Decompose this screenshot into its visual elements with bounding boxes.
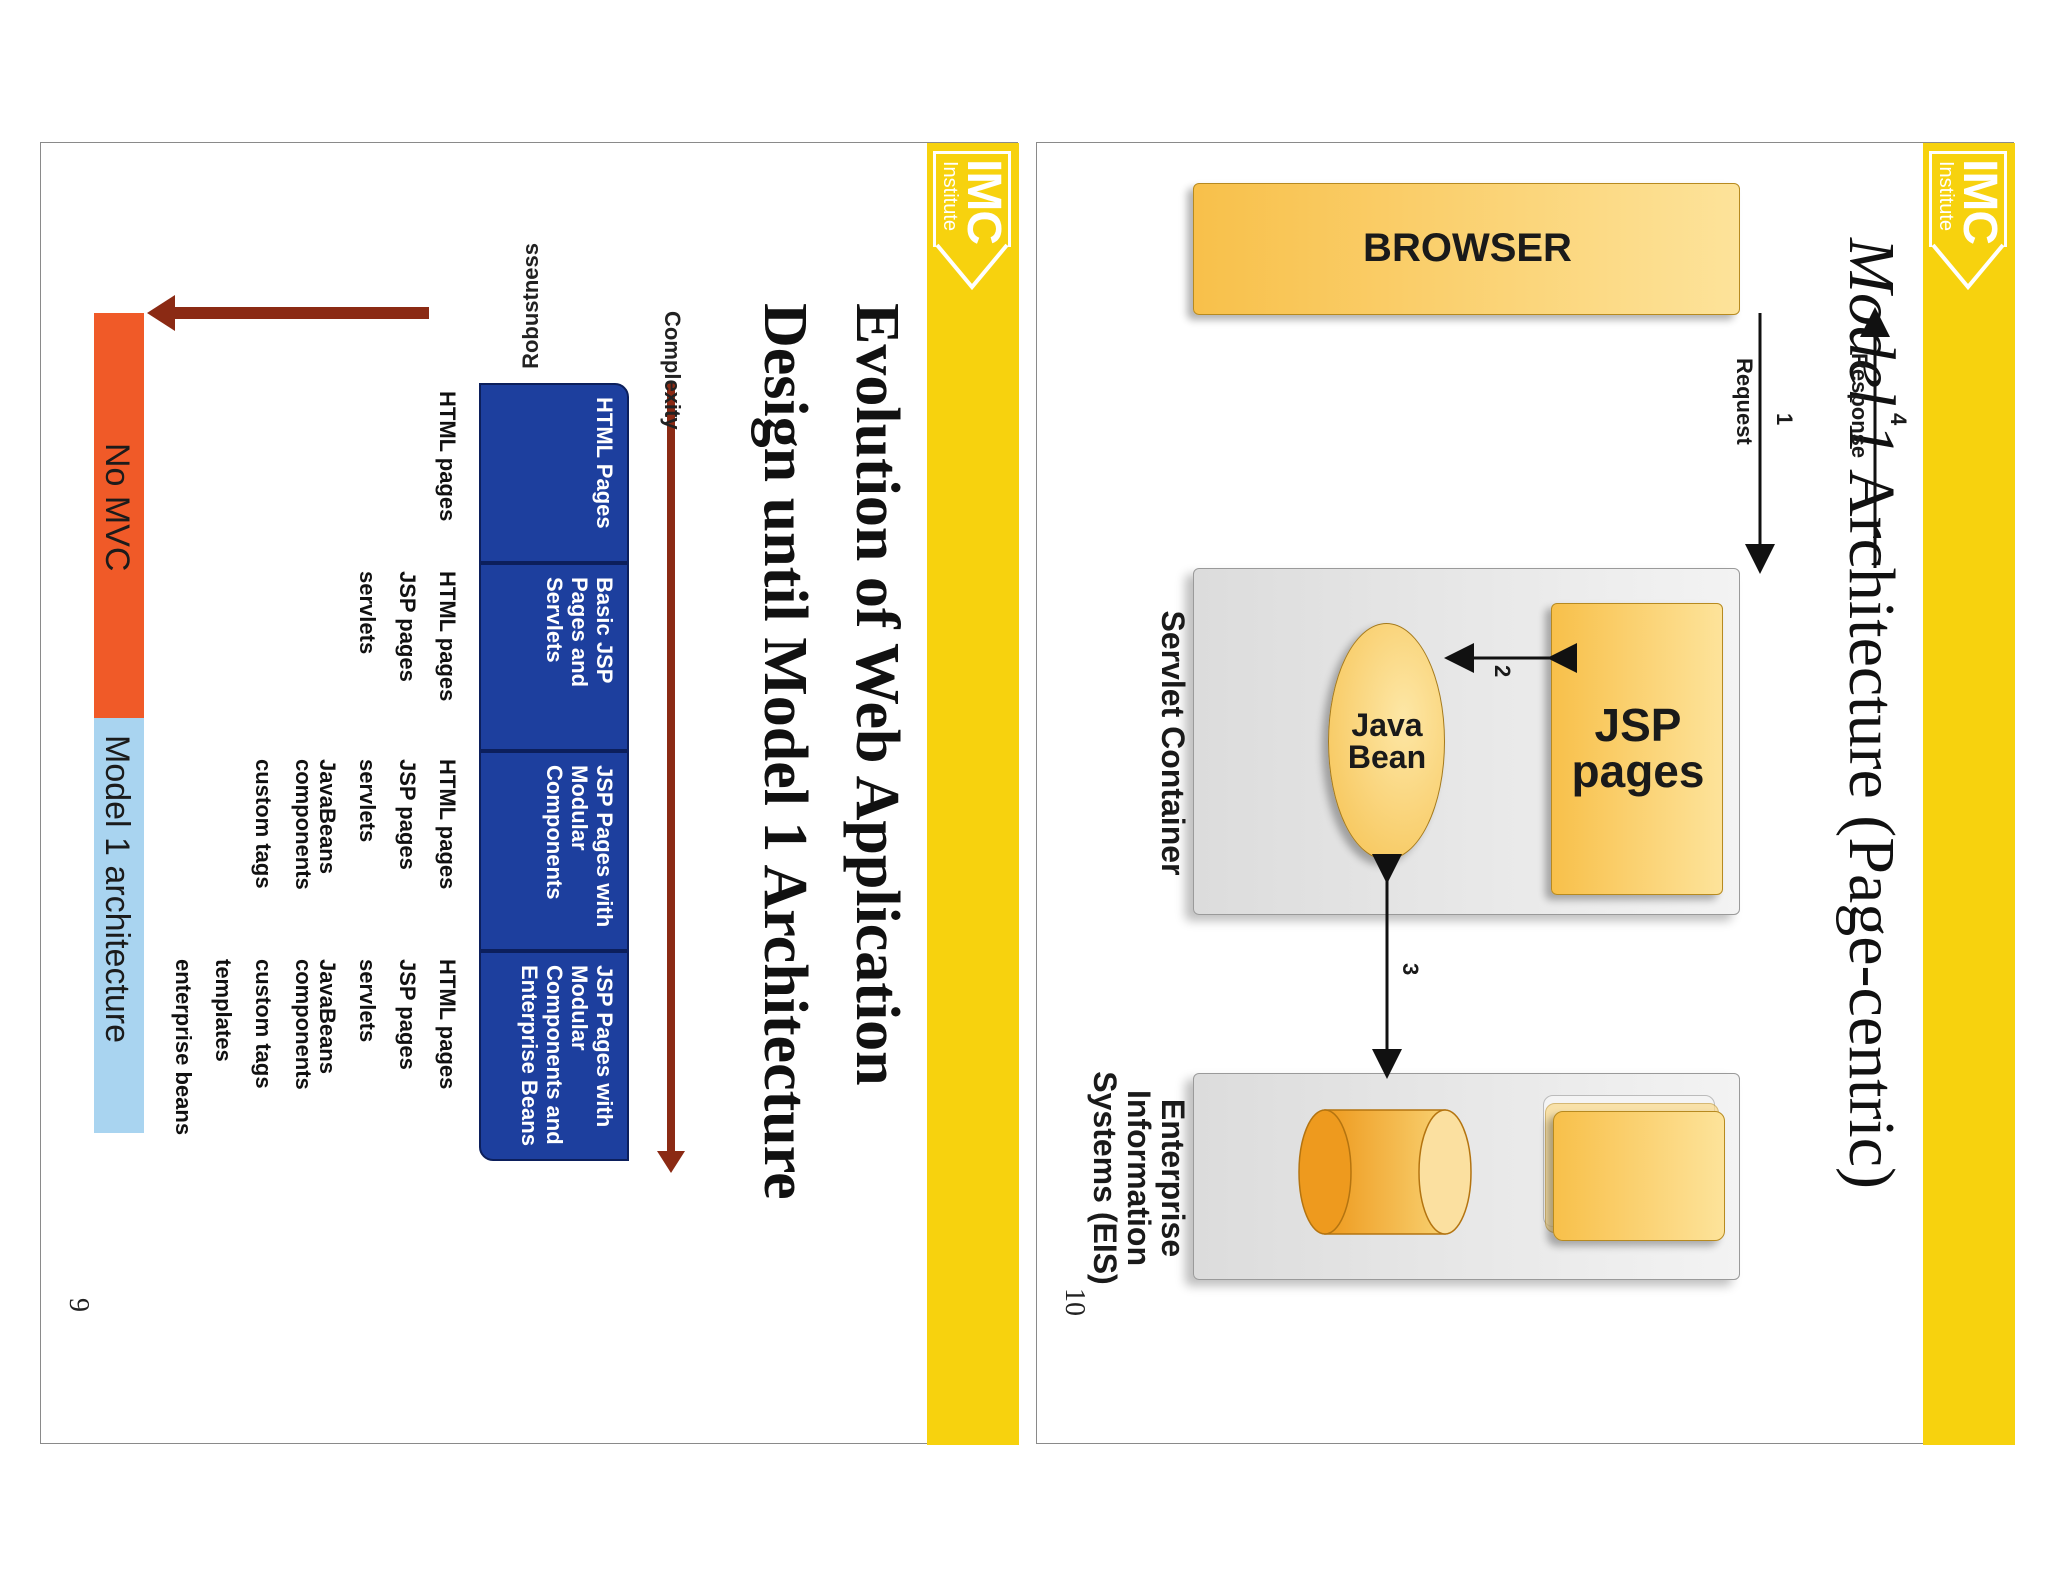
page-number: 9 <box>63 1298 94 1312</box>
response-label: Response <box>1847 353 1872 459</box>
step-2-number: 2 <box>1490 665 1515 678</box>
eis-label: Enterprise Information Systems (EIS) <box>1087 1071 1191 1285</box>
list-item: HTML pages <box>435 571 460 702</box>
slide-10: IMC Institute Model 1 Architecture (Page… <box>1036 142 2015 1445</box>
page-number: 10 <box>1059 1288 1090 1316</box>
list-item: JavaBeans components <box>291 759 340 890</box>
list-item: JavaBeans components <box>291 959 340 1090</box>
imc-logo: IMC Institute <box>1929 151 2007 291</box>
column-items-4: HTML pages JSP pages servlets JavaBeans … <box>155 959 460 1159</box>
slide-9-canvas: IMC Institute Evolution of Web Applicati… <box>41 143 1019 1445</box>
complexity-arrow-head <box>657 1151 685 1173</box>
list-item: HTML pages <box>435 759 460 890</box>
robustness-arrow-head <box>147 295 175 331</box>
no-mvc-label: No MVC <box>98 443 136 572</box>
slide-9: IMC Institute Evolution of Web Applicati… <box>40 142 1019 1445</box>
list-item: servlets <box>355 959 380 1043</box>
request-label: Request <box>1732 358 1757 445</box>
column-header-1: HTML Pages <box>479 383 629 563</box>
imc-logo: IMC Institute <box>933 151 1011 291</box>
complexity-label: Complexity <box>660 311 685 430</box>
list-item: templates <box>211 959 236 1062</box>
model1-label: Model 1 architecture <box>98 735 136 1044</box>
list-item: JSP pages <box>395 959 420 1070</box>
servlet-container-label: Servlet Container <box>1155 610 1191 876</box>
list-item: HTML pages <box>435 391 460 522</box>
list-item: enterprise beans <box>171 959 196 1136</box>
robustness-label: Robustness <box>518 243 543 369</box>
column-items-2: HTML pages JSP pages servlets <box>339 571 460 702</box>
column-header-3: JSP Pages with Modular Components <box>479 751 629 951</box>
database-icon <box>1298 1109 1472 1235</box>
column-items-3: HTML pages JSP pages servlets JavaBeans … <box>235 759 460 939</box>
step-3-number: 3 <box>1398 963 1423 976</box>
list-item: HTML pages <box>435 959 460 1090</box>
response-number: 4 <box>1886 413 1911 426</box>
list-item: JSP pages <box>395 759 420 870</box>
slide-10-canvas: IMC Institute Model 1 Architecture (Page… <box>1037 143 2015 1445</box>
column-header-4: JSP Pages with Modular Components and En… <box>479 951 629 1161</box>
column-items-1: HTML pages <box>419 391 460 522</box>
list-item: custom tags <box>251 759 276 889</box>
connector-arrows <box>1372 307 1890 1079</box>
column-header-2: Basic JSP Pages and Servlets <box>479 563 629 751</box>
list-item: servlets <box>355 571 380 655</box>
axis-arrows <box>147 295 685 1173</box>
logo-check-icon <box>1931 243 2005 291</box>
request-number: 1 <box>1772 413 1797 426</box>
list-item: servlets <box>355 759 380 843</box>
list-item: JSP pages <box>395 571 420 682</box>
logo-check-icon <box>935 243 1009 291</box>
list-item: custom tags <box>251 959 276 1089</box>
